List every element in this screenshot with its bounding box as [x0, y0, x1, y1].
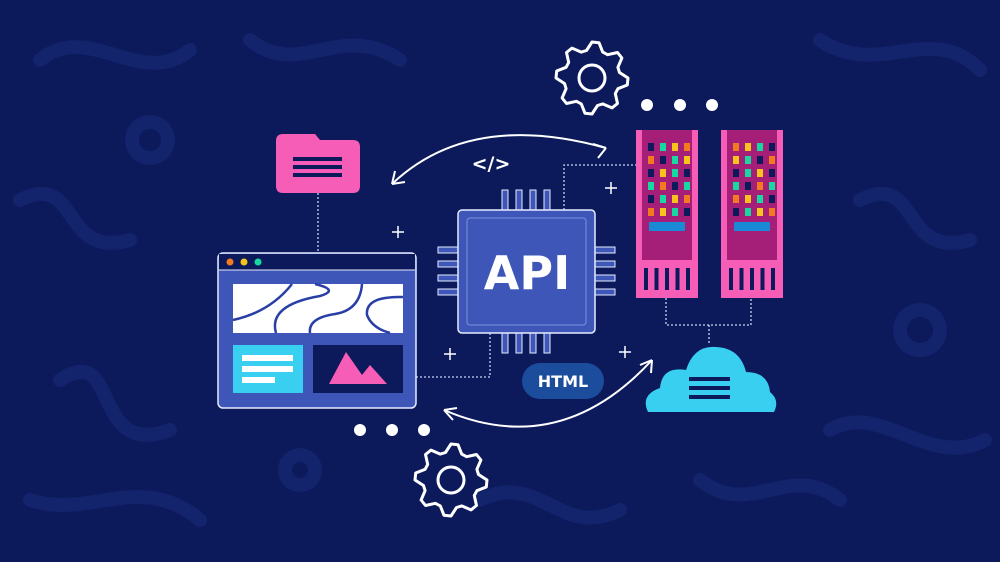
sync-arrows	[391, 134, 653, 428]
server-led	[660, 195, 666, 203]
chip-pin	[501, 189, 509, 211]
server-vent	[739, 268, 744, 290]
server-led	[733, 143, 739, 151]
server-led	[672, 182, 678, 190]
server-rack	[636, 130, 698, 298]
chip-pin	[529, 189, 537, 211]
server-led	[648, 208, 654, 216]
server-led	[769, 195, 775, 203]
server-led	[757, 182, 763, 190]
dots-top	[641, 99, 718, 111]
server-led	[660, 208, 666, 216]
chip-pin	[543, 332, 551, 354]
server-vent	[729, 268, 733, 290]
server-led	[757, 169, 763, 177]
gear-icon-top	[554, 40, 630, 116]
server-led	[660, 169, 666, 177]
html-badge: HTML	[522, 363, 604, 399]
server-led	[733, 208, 739, 216]
server-led	[648, 169, 654, 177]
chip-pin	[594, 288, 616, 296]
server-led	[769, 143, 775, 151]
chip-pin	[594, 260, 616, 268]
server-led	[648, 156, 654, 164]
server-led	[660, 156, 666, 164]
background-pattern	[13, 33, 992, 527]
server-vent	[644, 268, 648, 290]
folder-icon	[276, 134, 360, 193]
server-led	[648, 143, 654, 151]
server-led	[757, 143, 763, 151]
server-vent	[760, 268, 765, 290]
server-led	[660, 182, 666, 190]
chip-pin	[543, 189, 551, 211]
server-led	[757, 208, 763, 216]
server-led	[684, 169, 690, 177]
server-led	[757, 156, 763, 164]
chip-pin	[515, 332, 523, 354]
server-led	[648, 195, 654, 203]
server-led	[769, 182, 775, 190]
server-led	[745, 169, 751, 177]
server-led	[745, 143, 751, 151]
server-led	[757, 195, 763, 203]
server-led	[684, 182, 690, 190]
server-led	[672, 208, 678, 216]
server-led	[745, 156, 751, 164]
server-led	[745, 208, 751, 216]
server-led	[733, 156, 739, 164]
server-led	[745, 195, 751, 203]
server-vent	[654, 268, 659, 290]
server-led	[769, 169, 775, 177]
server-racks	[636, 130, 783, 298]
server-led	[769, 208, 775, 216]
chip-pin	[594, 274, 616, 282]
server-vent	[665, 268, 669, 290]
api-chip: API	[437, 189, 616, 354]
connector-lines	[317, 164, 752, 378]
html-label: HTML	[538, 372, 588, 391]
cloud-icon	[645, 346, 777, 412]
server-led	[672, 169, 678, 177]
server-led	[648, 182, 654, 190]
server-led	[684, 156, 690, 164]
server-display	[649, 222, 685, 231]
chip-pin	[437, 274, 459, 282]
server-rack	[721, 130, 783, 298]
server-vent	[771, 268, 775, 290]
server-vent	[750, 268, 754, 290]
server-led	[733, 169, 739, 177]
server-led	[733, 195, 739, 203]
server-led	[769, 156, 775, 164]
chip-pin	[501, 332, 509, 354]
server-led	[684, 208, 690, 216]
server-led	[745, 182, 751, 190]
browser-window-icon	[217, 252, 417, 409]
server-led	[672, 156, 678, 164]
server-led	[684, 195, 690, 203]
chip-pin	[437, 260, 459, 268]
chip-pin	[437, 246, 459, 254]
arrow-bottom-arc	[443, 359, 653, 428]
server-vent	[675, 268, 680, 290]
server-led	[684, 143, 690, 151]
server-display	[734, 222, 770, 231]
server-vent	[686, 268, 690, 290]
server-led	[672, 143, 678, 151]
gear-icon-bottom	[413, 442, 489, 518]
server-led	[733, 182, 739, 190]
chip-pin	[515, 189, 523, 211]
server-led	[660, 143, 666, 151]
arrow-top-arc	[391, 134, 607, 185]
plus-icons	[392, 182, 631, 360]
chip-pin	[437, 288, 459, 296]
chip-pin	[594, 246, 616, 254]
code-tag-label: </>	[472, 153, 511, 175]
server-led	[672, 195, 678, 203]
api-label: API	[484, 246, 570, 300]
dots-bottom	[354, 424, 430, 436]
chip-pin	[529, 332, 537, 354]
